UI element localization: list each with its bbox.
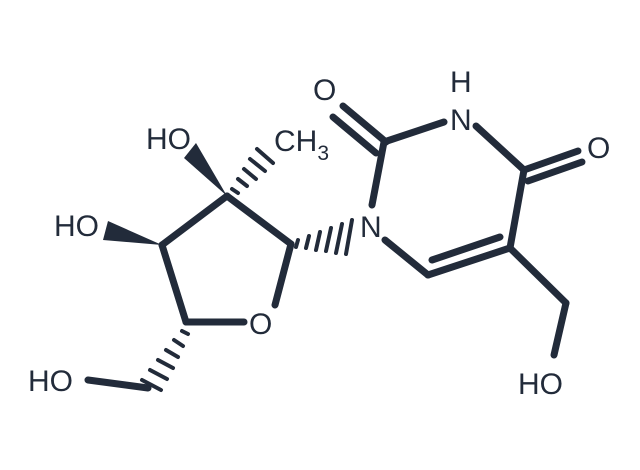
bond-c1p-c2p	[223, 192, 295, 248]
bond-c2-o-double-a	[339, 102, 390, 146]
label-o-c4: O	[587, 132, 610, 165]
hashed-wedge-c4p-c5p	[140, 329, 190, 392]
label-ho-c3: HO	[146, 123, 191, 156]
label-ho-ch2: HO	[518, 368, 563, 401]
bond-c5p-oh	[84, 376, 152, 392]
bond-c5-c6-outer	[424, 244, 514, 279]
bond-c2p-c3p	[158, 192, 231, 249]
hashed-wedge-c2p-ch3	[230, 147, 275, 195]
solid-wedge-c2p-oh	[184, 143, 227, 196]
hashed-wedge-c1p-n1	[294, 218, 354, 256]
bond-ch2-oh	[550, 299, 570, 359]
bond-oring-c1p	[271, 240, 295, 309]
bond-c2-o-double-b	[329, 113, 380, 157]
bond-c5-ch2	[506, 244, 570, 307]
label-ch3: CH3	[274, 125, 329, 165]
bond-c4-o-double-b	[524, 158, 586, 185]
bond-c6-n1	[381, 236, 432, 279]
bond-n1-c2	[368, 138, 388, 209]
label-nh-n: N	[450, 104, 472, 137]
bond-c2-n3	[380, 118, 448, 146]
label-o-c2: O	[313, 74, 336, 107]
label-ho-c2: HO	[54, 210, 99, 243]
label-n1: N	[360, 211, 382, 244]
bond-c3p-c4p	[158, 241, 190, 326]
solid-wedge-c3p-oh	[103, 221, 162, 245]
bond-c4-o-double-a	[520, 147, 582, 174]
bond-c4-c5	[506, 166, 528, 252]
label-o-ring: O	[249, 308, 272, 341]
bond-c5-c6-inner	[428, 233, 504, 264]
label-nh-h: H	[450, 66, 472, 99]
bond-n3-c4	[472, 122, 528, 174]
label-ho-c5: HO	[28, 365, 73, 398]
